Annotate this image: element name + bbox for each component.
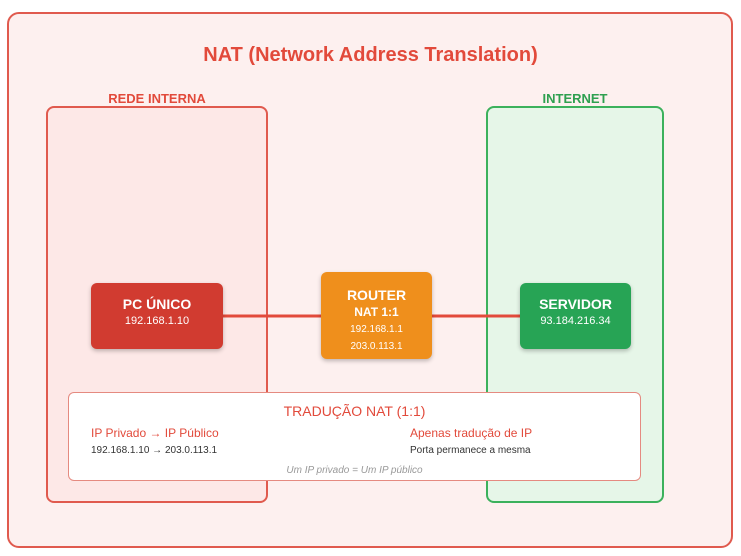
pc-name: PC ÚNICO bbox=[122, 296, 192, 312]
translation-box: TRADUÇÃO NAT (1:1) IP Privado → IP Públi… bbox=[68, 392, 641, 481]
pc-node: PC ÚNICO 192.168.1.10 bbox=[91, 283, 223, 349]
translation-right-heading: Apenas tradução de IP bbox=[410, 426, 533, 440]
translation-left-heading: IP Privado → IP Público bbox=[91, 426, 219, 440]
translation-left-value: 192.168.1.10 → 203.0.113.1 bbox=[91, 445, 218, 456]
internet-label: INTERNET bbox=[542, 91, 608, 106]
diagram-title: NAT (Network Address Translation) bbox=[203, 44, 538, 66]
server-ip: 93.184.216.34 bbox=[540, 315, 611, 327]
translation-footer: Um IP privado = Um IP público bbox=[286, 465, 423, 476]
router-mode: NAT 1:1 bbox=[354, 305, 399, 319]
router-name: ROUTER bbox=[346, 287, 407, 303]
internal-network-label: REDE INTERNA bbox=[108, 91, 206, 106]
server-node: SERVIDOR 93.184.216.34 bbox=[520, 283, 631, 349]
router-private-ip: 192.168.1.1 bbox=[350, 324, 403, 335]
router-public-ip: 203.0.113.1 bbox=[350, 341, 403, 352]
pc-ip: 192.168.1.10 bbox=[124, 315, 190, 327]
server-name: SERVIDOR bbox=[539, 296, 612, 312]
translation-right-value: Porta permanece a mesma bbox=[410, 445, 531, 456]
router-node: ROUTER NAT 1:1 192.168.1.1 203.0.113.1 bbox=[321, 272, 432, 359]
translation-title: TRADUÇÃO NAT (1:1) bbox=[283, 403, 426, 419]
